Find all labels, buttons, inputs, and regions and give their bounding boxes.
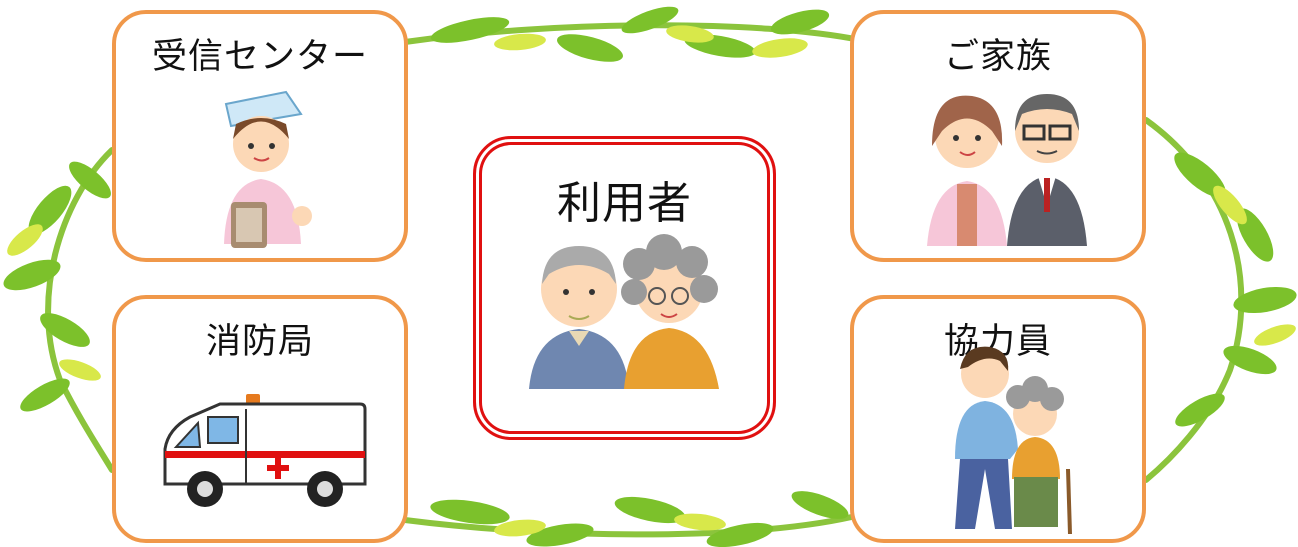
node-fire-department: 消防局 [112,295,408,543]
elderly-couple-icon [529,234,719,389]
nurse-icon [224,90,312,248]
helper-with-elder-icon [955,346,1072,535]
node-reception-center: 受信センター [112,10,408,262]
node-user: 利用者 [473,136,776,440]
node-helper: 協力員 [850,295,1146,543]
node-label: ご家族 [943,37,1052,77]
node-label: 消防局 [205,322,314,362]
node-label: 利用者 [557,178,692,229]
node-label: 受信センター [151,37,368,77]
family-couple-icon [927,94,1087,246]
node-family: ご家族 [850,10,1146,262]
ambulance-icon [163,394,367,507]
